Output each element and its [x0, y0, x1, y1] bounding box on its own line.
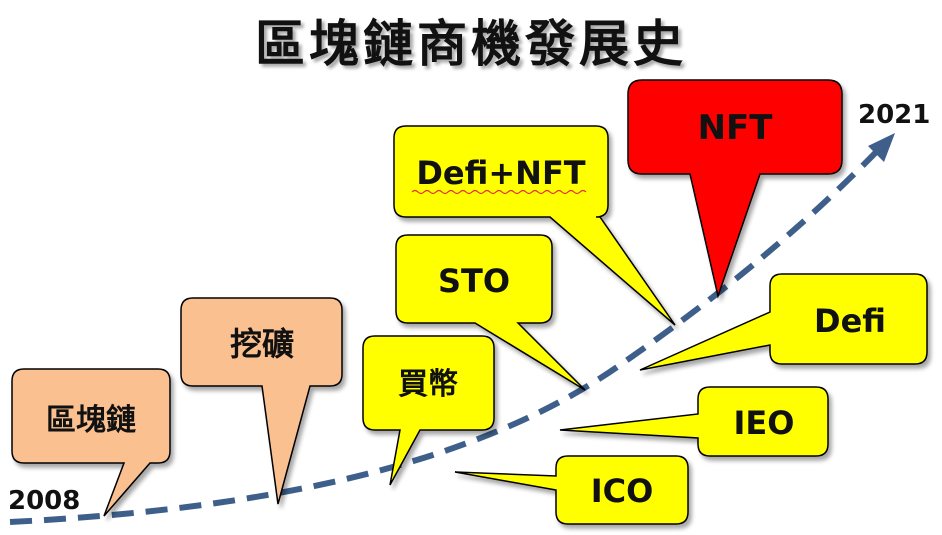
bubble-buy-coin: [362, 335, 495, 486]
bubble-sto: [395, 234, 586, 391]
growth-curve: [9, 143, 885, 525]
start-year-label: 2008: [8, 486, 81, 516]
bubble-defi: [639, 273, 928, 371]
bubble-defi-label: Defi: [814, 302, 886, 340]
bubble-nft: [627, 79, 843, 299]
curve-arrowhead-icon: [868, 133, 895, 162]
bubble-defi-nft-label: Defi+NFT: [416, 154, 585, 192]
page-title: 區塊鏈商機發展史: [255, 15, 687, 73]
bubble-blockchain: [11, 368, 171, 517]
bubble-mining-label: 挖礦: [230, 325, 294, 363]
bubble-mining: [180, 297, 343, 505]
end-year-label: 2021: [858, 100, 931, 130]
bubble-ico: [454, 455, 689, 525]
bubble-defi-nft: [393, 125, 676, 326]
bubble-nft-label: NFT: [698, 108, 774, 148]
bubble-ico-label: ICO: [591, 472, 654, 510]
bubble-sto-label: STO: [438, 262, 510, 300]
spellcheck-underline: [411, 189, 587, 195]
bubble-ieo-label: IEO: [734, 404, 795, 442]
bubble-buy-coin-label: 買幣: [398, 367, 458, 402]
bubble-ieo: [559, 386, 829, 457]
bubble-blockchain-label: 區塊鏈: [46, 403, 136, 438]
